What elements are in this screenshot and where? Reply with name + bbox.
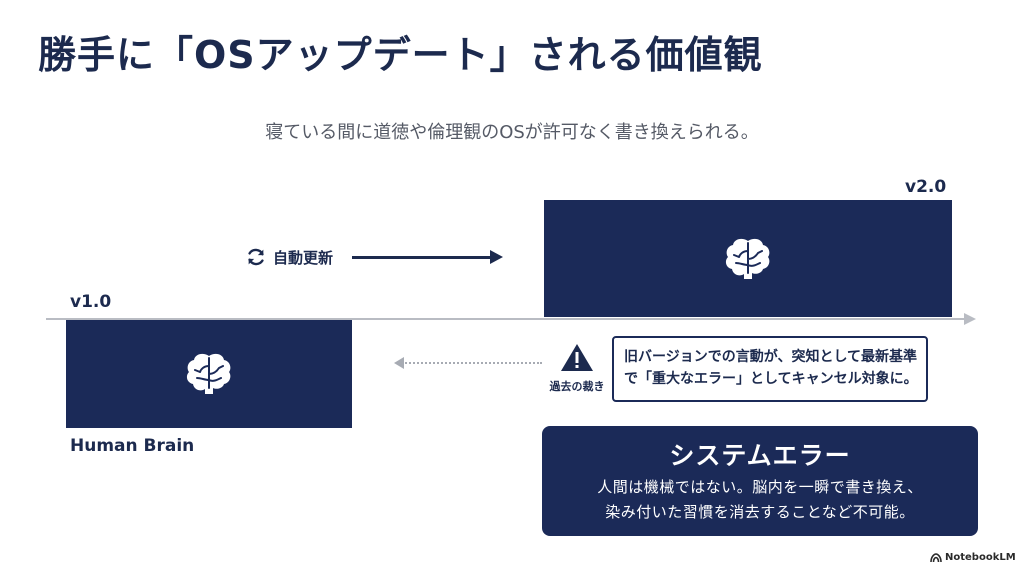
system-error-line-2: 染み付いた習慣を消去することなど不可能。 [605,503,915,521]
past-judgment-warning: 過去の裁き [546,342,608,394]
brain-icon [725,238,770,279]
version-label-v1: v1.0 [70,292,112,312]
version-block-v1 [66,320,352,428]
notebooklm-logo-icon [930,552,942,562]
timeline-axis-arrowhead [964,313,976,325]
notice-line-2: で「重大なエラー」としてキャンセル対象に。 [624,371,918,387]
system-error-box: システムエラー 人間は機械ではない。脳内を一瞬で書き換え、 染み付いた習慣を消去… [542,426,978,536]
version-label-v2: v2.0 [905,177,947,197]
backward-dotted-arrowhead [394,357,404,369]
page-title: 勝手に「OSアップデート」される価値観 [38,33,763,77]
version-block-v2 [544,200,952,317]
page-subtitle: 寝ている間に道徳や倫理観のOSが許可なく書き換えられる。 [265,122,759,143]
timeline-axis [46,318,966,320]
notice-line-1: 旧バージョンでの言動が、突知として最新基準 [624,349,918,365]
warning-label: 過去の裁き [549,380,605,393]
backward-dotted-arrow [402,362,542,364]
refresh-icon [248,248,264,266]
system-error-line-1: 人間は機械ではない。脳内を一瞬で書き換え、 [597,478,923,496]
human-brain-label: Human Brain [70,436,195,456]
cancel-notice-box: 旧バージョンでの言動が、突知として最新基準 で「重大なエラー」としてキャンセル対… [612,336,928,402]
update-arrowhead [490,250,503,264]
update-arrow [352,256,492,259]
auto-update-text: 自動更新 [273,248,334,267]
brain-icon [186,353,231,394]
notebooklm-logo: NotebookLM [930,552,1016,563]
system-error-title: システムエラー [669,441,851,470]
auto-update-label: 自動更新 [245,246,333,268]
warning-icon [561,344,593,371]
notebooklm-logo-text: NotebookLM [945,552,1016,563]
